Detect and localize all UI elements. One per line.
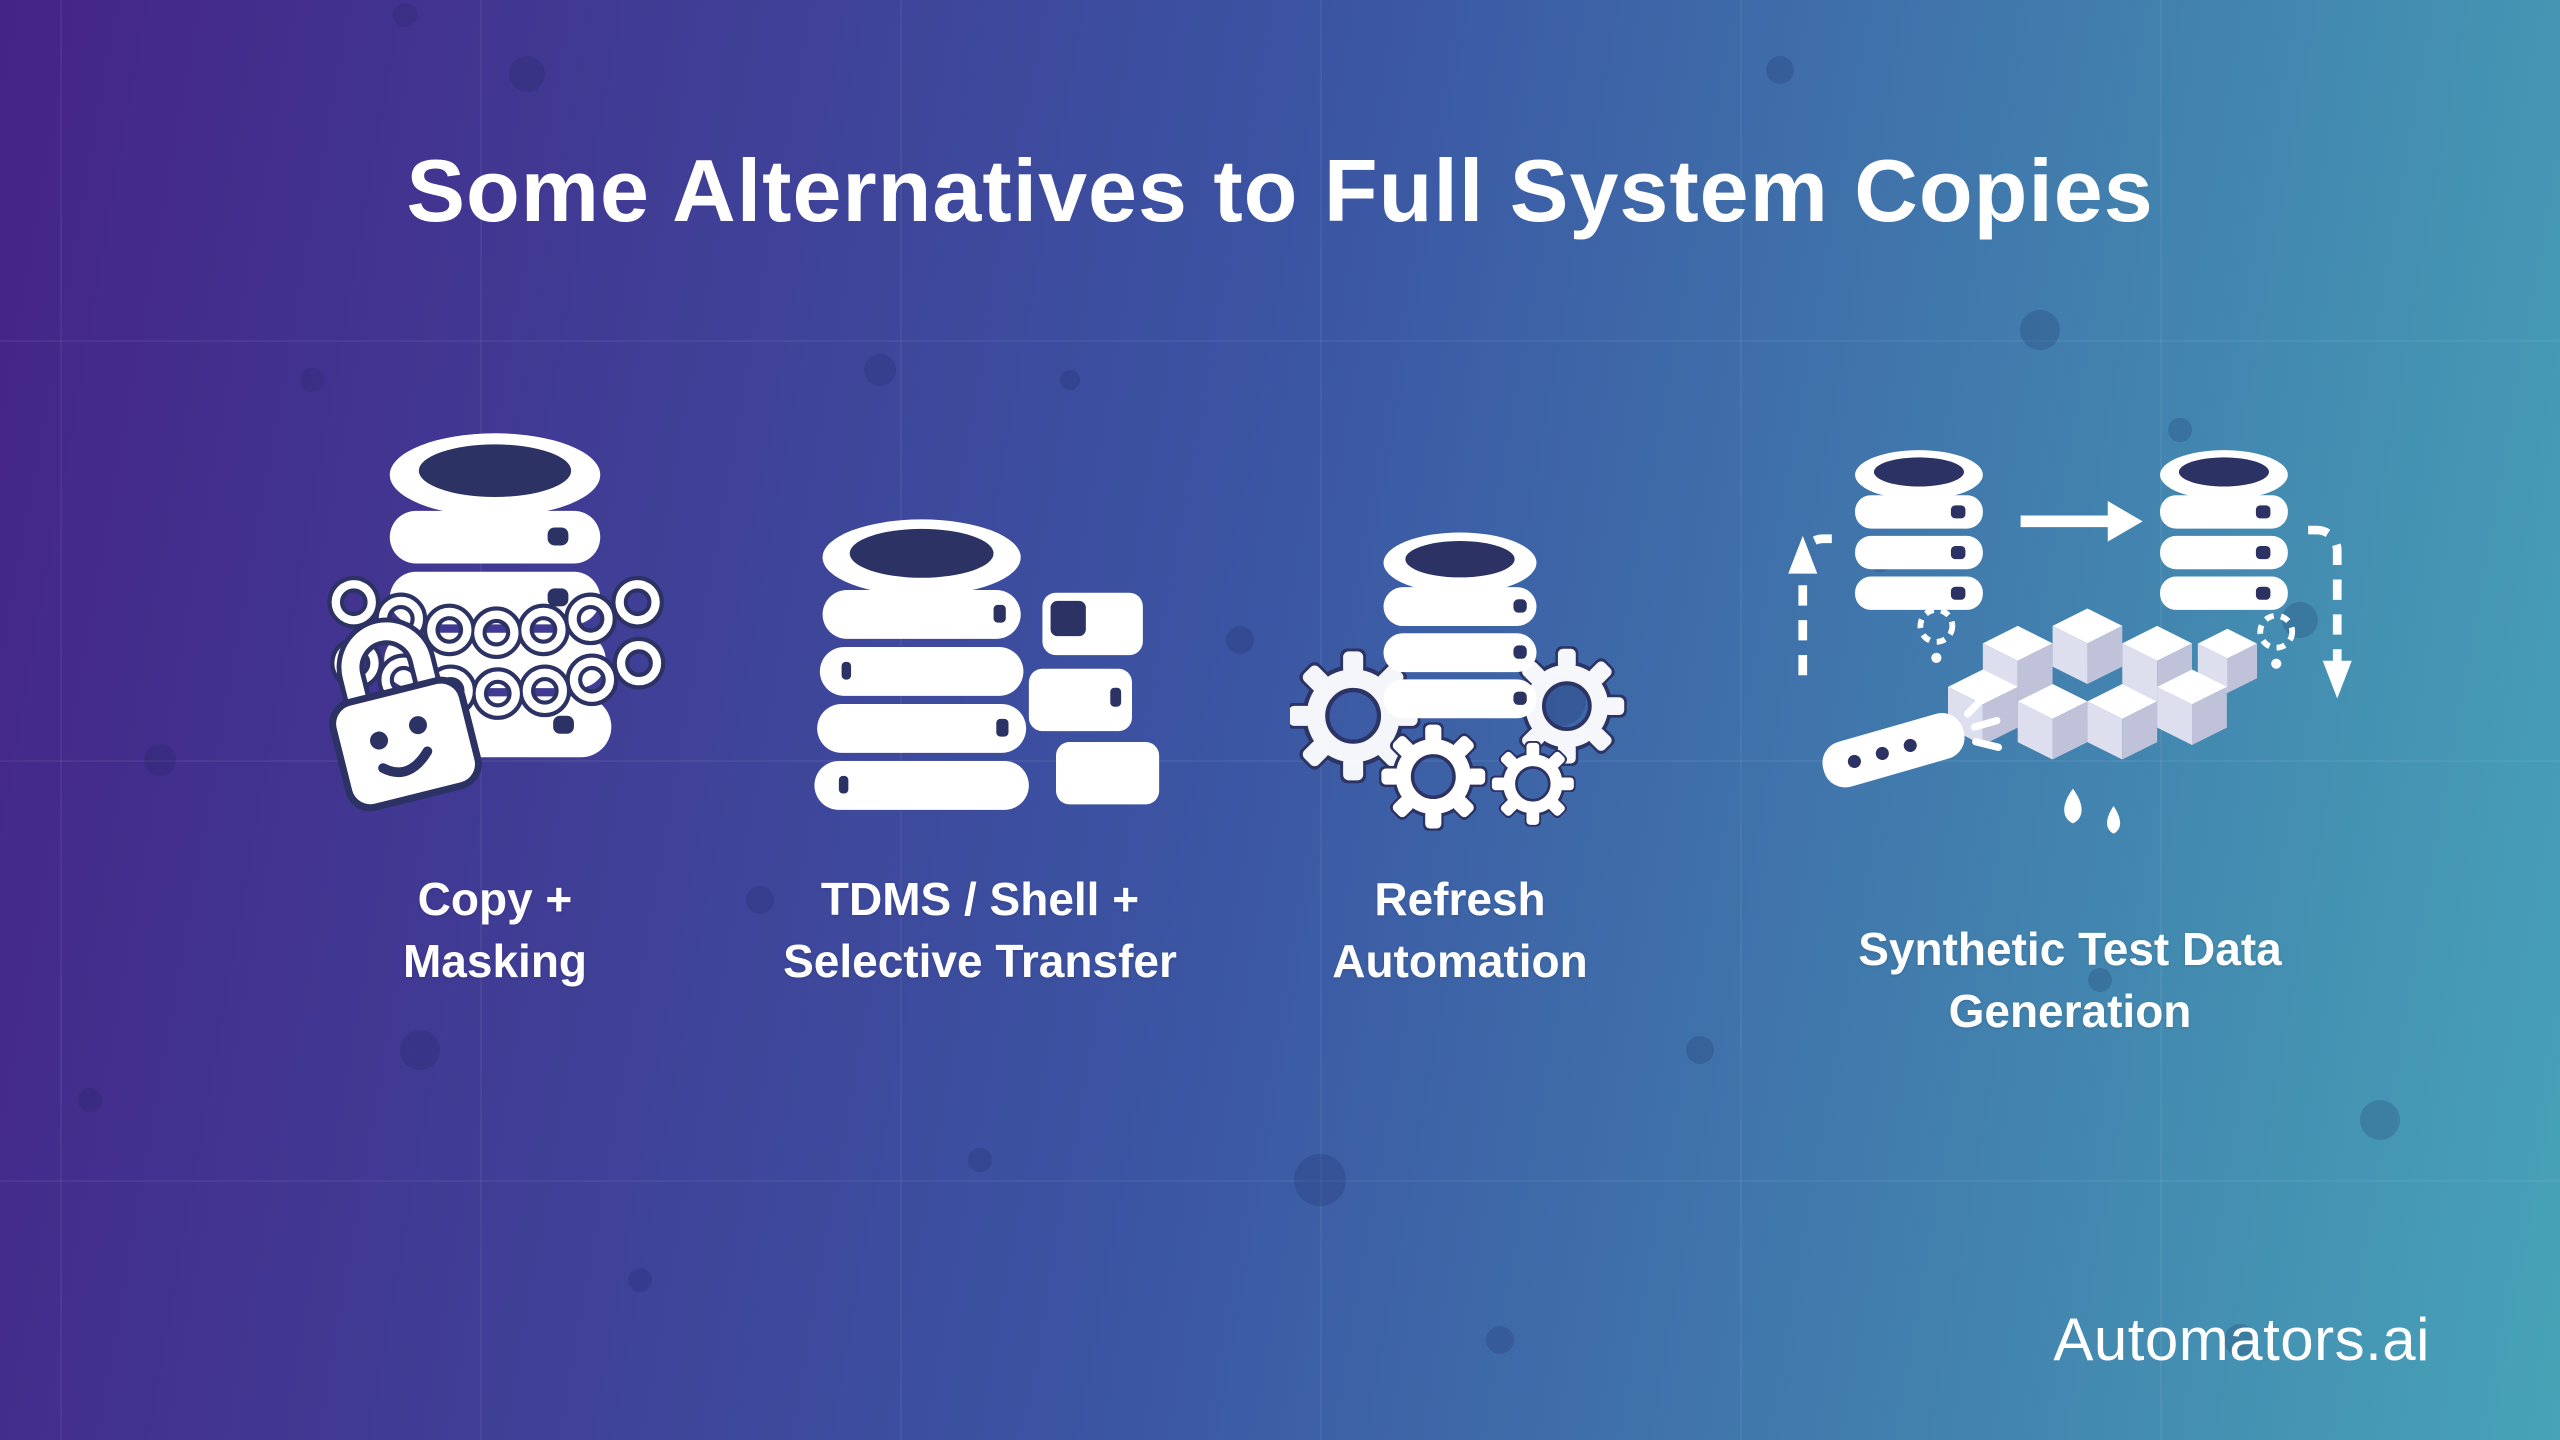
item-tdms-shell: TDMS / Shell + Selective Transfer — [740, 380, 1220, 992]
item-synthetic-data: Synthetic Test Data Generation — [1740, 380, 2400, 1042]
synthetic-data-generation-icon — [1788, 449, 2352, 834]
database-gears-icon — [1290, 532, 1630, 840]
database-selective-transfer-icon — [814, 519, 1160, 811]
item-label-line1: TDMS / Shell + — [820, 873, 1140, 925]
item-label-line1: Synthetic Test Data — [1858, 923, 2282, 975]
item-label: TDMS / Shell + Selective Transfer — [783, 868, 1177, 992]
item-label-line2: Generation — [1948, 985, 2192, 1038]
item-copy-masking: Copy + Masking — [280, 380, 710, 992]
item-label-line1: Refresh — [1374, 873, 1546, 925]
item-label-line1: Copy + — [417, 873, 573, 925]
generator-device-icon — [1822, 693, 2003, 788]
padlock-icon — [329, 617, 482, 811]
item-label: Refresh Automation — [1332, 868, 1588, 992]
item-refresh-automation: Refresh Automation — [1255, 380, 1665, 992]
brand-logo-text: Automators.ai — [2053, 1306, 2430, 1373]
item-label: Synthetic Test Data Generation — [1858, 918, 2281, 1042]
item-label: Copy + Masking — [403, 868, 587, 992]
item-label-line2: Automation — [1332, 935, 1588, 988]
refresh-automation-icon — [1290, 380, 1630, 840]
item-label-line2: Selective Transfer — [783, 935, 1177, 988]
page-title: Some Alternatives to Full System Copies — [406, 141, 2154, 240]
item-label-line2: Masking — [402, 935, 588, 988]
copy-masking-icon — [315, 380, 675, 840]
database-lock-chain-icon — [327, 432, 666, 811]
tdms-shell-icon — [790, 380, 1170, 840]
synthetic-data-icon — [1765, 380, 2375, 890]
